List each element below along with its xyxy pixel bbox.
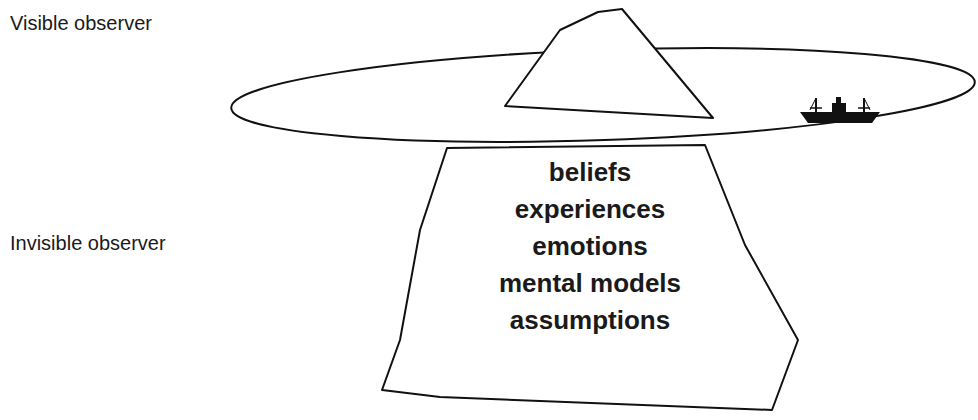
observer-label: Invisible observer: [10, 232, 166, 255]
iceberg-word: experiences: [499, 191, 681, 228]
ship-symbol: [800, 97, 880, 123]
iceberg-word: emotions: [499, 228, 681, 265]
iceberg-underwater: beliefsexperiencesemotionsmental modelsa…: [380, 140, 800, 415]
iceberg-word: mental models: [499, 265, 681, 302]
iceberg-tip: [505, 9, 713, 118]
text-stack: beliefsexperiencesemotionsmental modelsa…: [499, 154, 681, 339]
iceberg-word: beliefs: [499, 154, 681, 191]
iceberg-word: assumptions: [499, 302, 681, 339]
observer-label: Visible observer: [10, 12, 152, 35]
